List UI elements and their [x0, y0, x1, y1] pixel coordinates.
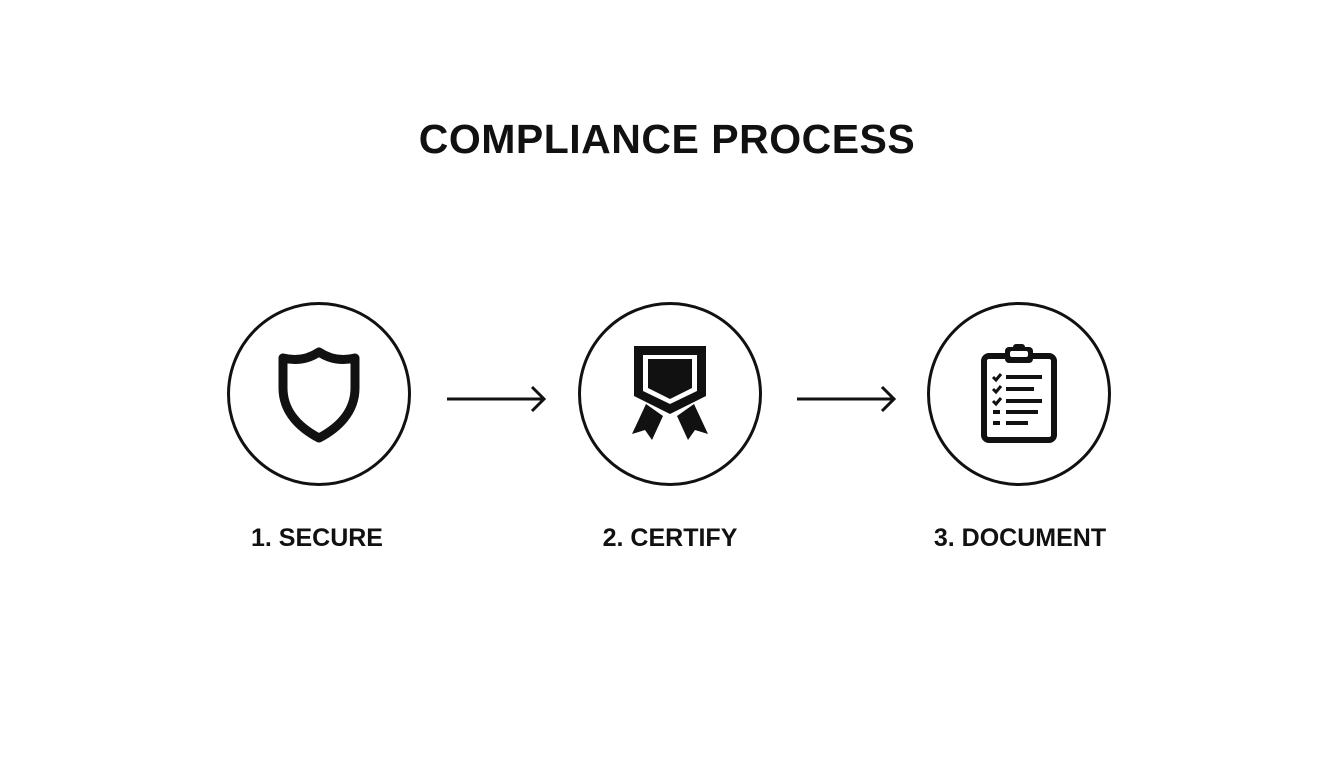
badge-ribbon-icon [632, 346, 708, 440]
step-secure-circle [227, 302, 411, 486]
step-certify-label: 2. CERTIFY [602, 524, 738, 552]
step-certify-circle [578, 302, 762, 486]
diagram-title: COMPLIANCE PROCESS [418, 116, 916, 162]
arrow-right-icon [447, 385, 547, 413]
shield-icon [278, 347, 360, 443]
step-document-label: 3. DOCUMENT [933, 524, 1107, 552]
clipboard-checklist-icon [981, 344, 1057, 443]
step-document-circle [927, 302, 1111, 486]
step-secure-label: 1. SECURE [251, 524, 383, 552]
arrow-right-icon [797, 385, 897, 413]
